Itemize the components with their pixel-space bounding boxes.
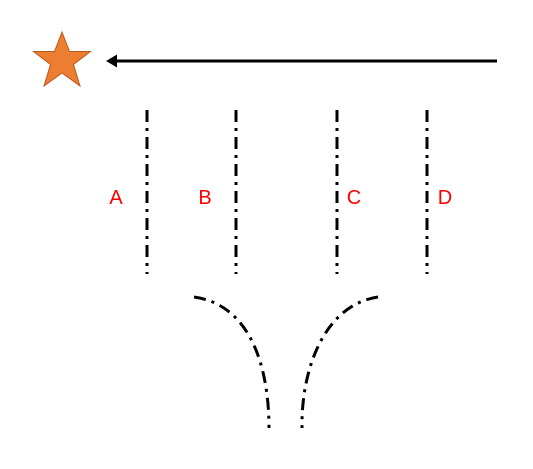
curve-line-right bbox=[300, 295, 379, 429]
lane-label-c: C bbox=[347, 187, 361, 209]
lane-label-b: B bbox=[198, 187, 211, 209]
curve-line-left bbox=[193, 295, 271, 429]
lane-label-d: D bbox=[438, 187, 452, 209]
lane-label-a: A bbox=[109, 187, 123, 209]
star-icon bbox=[32, 30, 92, 88]
arrow-head bbox=[106, 54, 117, 68]
arrow-left-icon bbox=[106, 54, 497, 68]
